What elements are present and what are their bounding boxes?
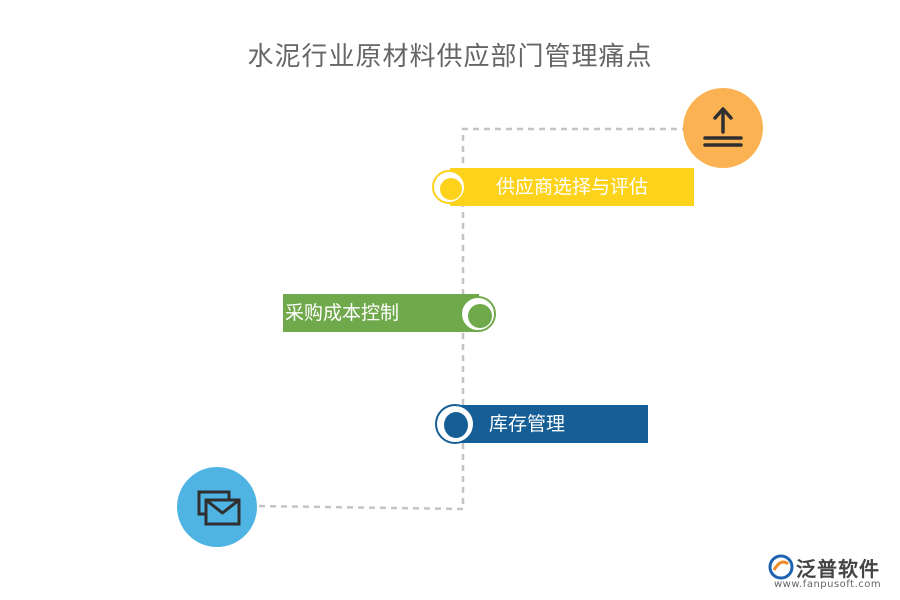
page-title: 水泥行业原材料供应部门管理痛点 (247, 42, 653, 72)
item-label: 库存管理 (489, 413, 566, 435)
upload-icon (683, 88, 763, 168)
item-marker-blue (435, 404, 475, 444)
item-supplier-selection: 供应商选择与评估 (450, 168, 694, 206)
item-cost-control: 采购成本控制 (283, 294, 479, 332)
brand-mark-icon (768, 554, 794, 580)
brand-logo: 泛普软件 www.fanpusoft.com (768, 554, 894, 594)
item-marker-yellow (432, 170, 466, 204)
brand-name: 泛普软件 (796, 557, 880, 581)
item-label: 采购成本控制 (285, 302, 400, 324)
item-inventory-management: 库存管理 (453, 405, 648, 443)
item-marker-green (460, 296, 496, 332)
brand-url: www.fanpusoft.com (774, 579, 882, 590)
item-label: 供应商选择与评估 (496, 176, 649, 198)
mail-icon (177, 467, 257, 547)
